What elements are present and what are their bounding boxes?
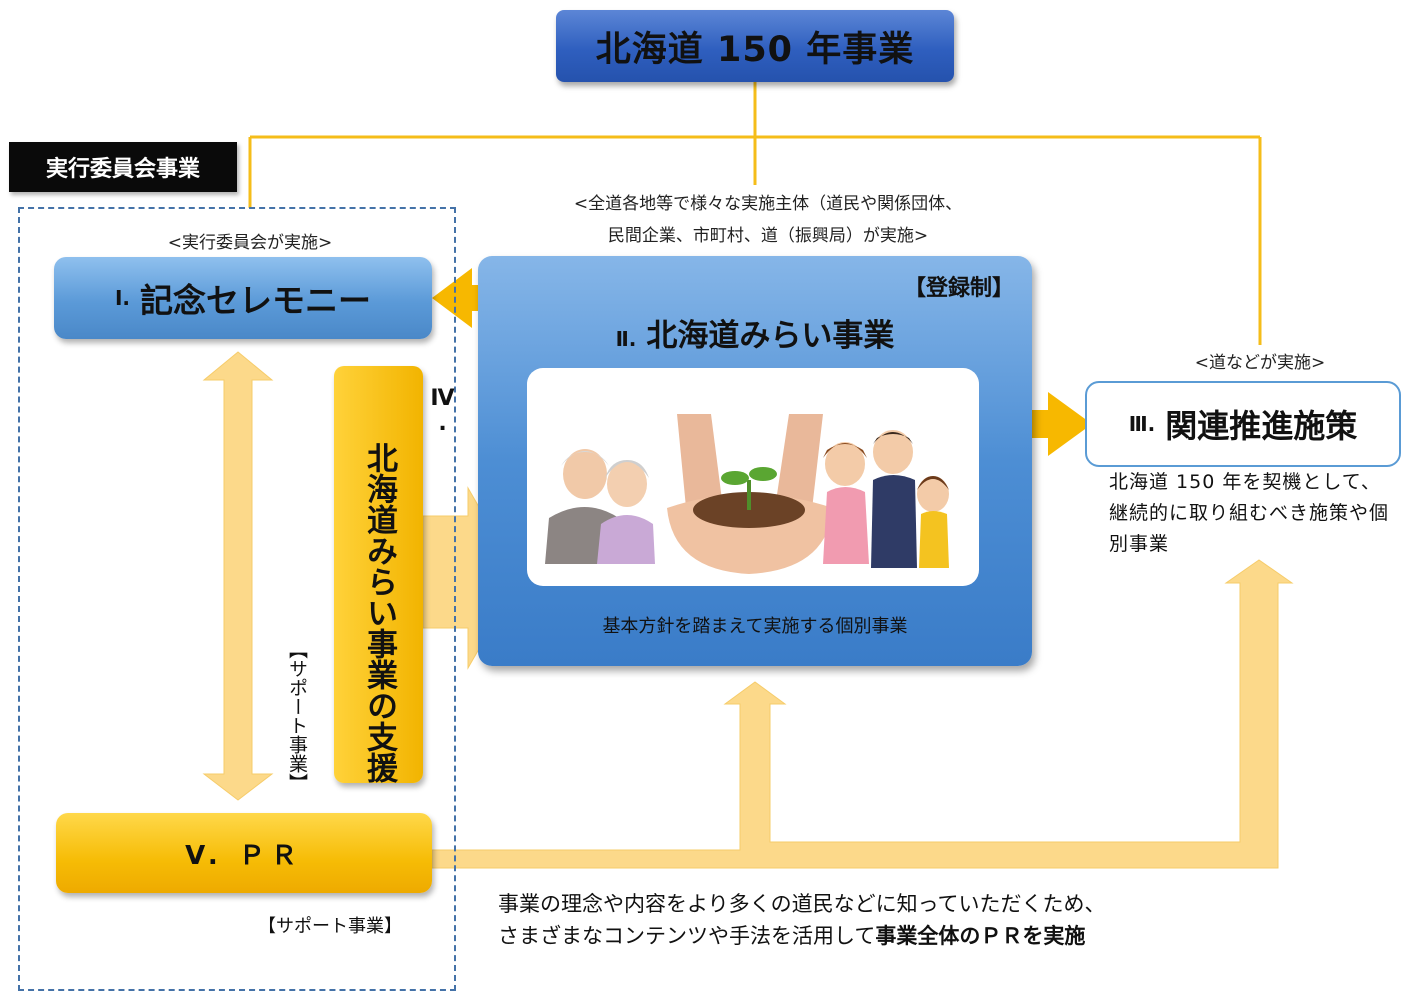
main-title: 北海道 150 年事業	[595, 29, 915, 70]
support-project-vertical-label: 【サポート事業】	[286, 640, 308, 792]
pr-description-plain: さまざまなコンテンツや手法を活用して	[498, 924, 876, 948]
mirai-footer: 基本方針を踏まえて実施する個別事業	[602, 616, 908, 637]
mirai-number: Ⅱ.	[615, 327, 637, 351]
double-arrow-1-5	[202, 351, 274, 801]
people-and-seedling-illustration	[545, 414, 949, 574]
pr-support-label: 【サポート事業】	[258, 916, 402, 937]
pr-description: 事業の理念や内容をより多くの道民などに知っていただくため、 さまざまなコンテンツ…	[498, 888, 1218, 952]
pr-title: V. ＰＲ	[185, 840, 303, 871]
pr-description-bold: 事業全体のＰＲを実施	[875, 924, 1086, 948]
related-measures-box: Ⅲ. 関連推進施策	[1085, 381, 1401, 467]
caption-exec: <実行委員会が実施>	[167, 233, 333, 253]
pr-description-line2: さまざまなコンテンツや手法を活用して事業全体のＰＲを実施	[498, 920, 1218, 952]
pr-description-line1: 事業の理念や内容をより多くの道民などに知っていただくため、	[498, 892, 1106, 916]
support-title-wrap: 北海道みらい事業の支援	[334, 442, 423, 783]
seedling-hands-icon	[667, 414, 833, 574]
related-title: 関連推進施策	[1165, 407, 1358, 445]
pr-box: V. ＰＲ	[56, 813, 432, 893]
main-title-box: 北海道 150 年事業	[556, 10, 954, 82]
pr-flow-arrow	[431, 559, 1294, 869]
illustration-panel	[527, 368, 979, 586]
registration-label: 【登録制】	[903, 276, 1014, 301]
support-title: 北海道みらい事業の支援	[361, 442, 397, 783]
mirai-title-row: Ⅱ. 北海道みらい事業	[478, 310, 1032, 355]
hierarchy-lines	[248, 82, 1262, 345]
ceremony-title: 記念セレモニー	[140, 281, 372, 320]
related-description: 北海道 150 年を契機として、継続的に取り組むべき施策や個別事業	[1109, 471, 1390, 555]
caption-dou: <道などが実施>	[1194, 353, 1326, 373]
support-number: Ⅳ.	[430, 386, 455, 436]
executive-committee-label: 実行委員会事業	[9, 142, 237, 192]
family-icon	[823, 430, 949, 568]
mirai-project-box: 【登録制】 Ⅱ. 北海道みらい事業	[478, 256, 1032, 666]
caption-all-line2: 民間企業、市町村、道（振興局）が実施>	[607, 226, 929, 246]
related-number: Ⅲ.	[1128, 412, 1156, 436]
mirai-support-box: Ⅳ. 北海道みらい事業の支援	[334, 366, 455, 783]
caption-all-line1: <全道各地等で様々な実施主体（道民や関係団体、	[573, 194, 963, 214]
mirai-title: 北海道みらい事業	[646, 318, 895, 354]
ceremony-number: Ⅰ.	[114, 286, 131, 310]
ceremony-box: Ⅰ. 記念セレモニー	[54, 257, 432, 339]
elderly-couple-icon	[545, 449, 655, 564]
